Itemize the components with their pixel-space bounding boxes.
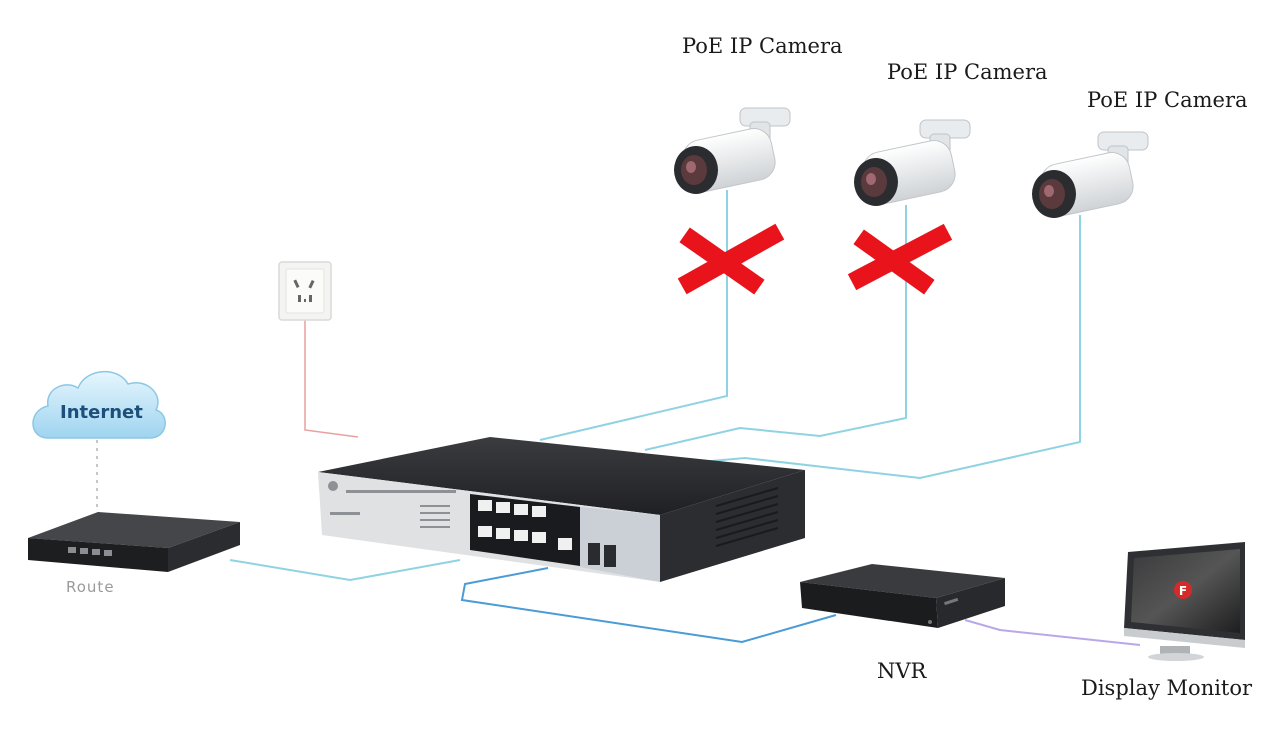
cloud-icon	[32, 370, 166, 439]
camera-1-icon	[674, 107, 791, 194]
monitor-icon: F	[1124, 542, 1245, 661]
camera-1-label: PoE IP Camera	[682, 34, 843, 58]
wall-socket-icon	[278, 261, 332, 321]
camera-2-cable	[644, 205, 907, 451]
camera-1-cable	[539, 190, 728, 441]
cables	[96, 190, 1141, 646]
nvr-cable	[460, 567, 837, 644]
camera-3-label: PoE IP Camera	[1087, 88, 1248, 112]
fail-mark-icon	[677, 223, 785, 295]
monitor-label: Display Monitor	[1081, 676, 1253, 700]
nvr-icon	[800, 564, 1005, 628]
poe-switch-icon	[318, 437, 805, 582]
camera-3-icon	[1032, 131, 1149, 218]
nvr-label: NVR	[877, 659, 927, 683]
internet-label: Internet	[60, 402, 143, 423]
svg-text:F: F	[1179, 584, 1187, 598]
router-label: Route	[66, 578, 115, 596]
camera-2-icon	[854, 119, 971, 206]
camera-3-cable	[699, 215, 1081, 480]
camera-2-label: PoE IP Camera	[887, 60, 1048, 84]
monitor-cable	[964, 619, 1141, 646]
router-cable	[229, 559, 461, 582]
router-icon	[28, 512, 240, 572]
fail-mark-icon	[847, 223, 953, 295]
power-cable	[304, 318, 359, 438]
